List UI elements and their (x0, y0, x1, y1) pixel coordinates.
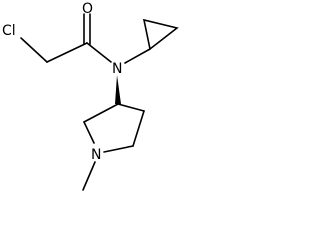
bond-ring-n-methyl (82, 161, 96, 191)
bond-c2-ring-n (83, 121, 95, 144)
bond-nitrogen-cyclopropyl (124, 48, 151, 64)
bond-ring-n-c5 (103, 145, 134, 153)
bond-c3-c2 (83, 103, 119, 123)
molecule-structure: Cl O N N (2, 1, 179, 191)
chlorine-label: Cl (2, 23, 16, 39)
bond-cl-ch2 (20, 37, 48, 63)
bond-nitrogen-pyrrolidine-wedge (115, 75, 121, 104)
amide-nitrogen-label: N (112, 61, 122, 77)
bond-c4-c3 (117, 103, 145, 112)
cyclopropane-ring (142, 18, 179, 51)
bond-ch2-carbonyl (46, 42, 88, 63)
ring-nitrogen-label: N (91, 147, 101, 163)
bond-c5-c4 (132, 110, 145, 147)
bond-carbonyl-nitrogen (86, 42, 112, 63)
oxygen-label: O (82, 1, 93, 17)
